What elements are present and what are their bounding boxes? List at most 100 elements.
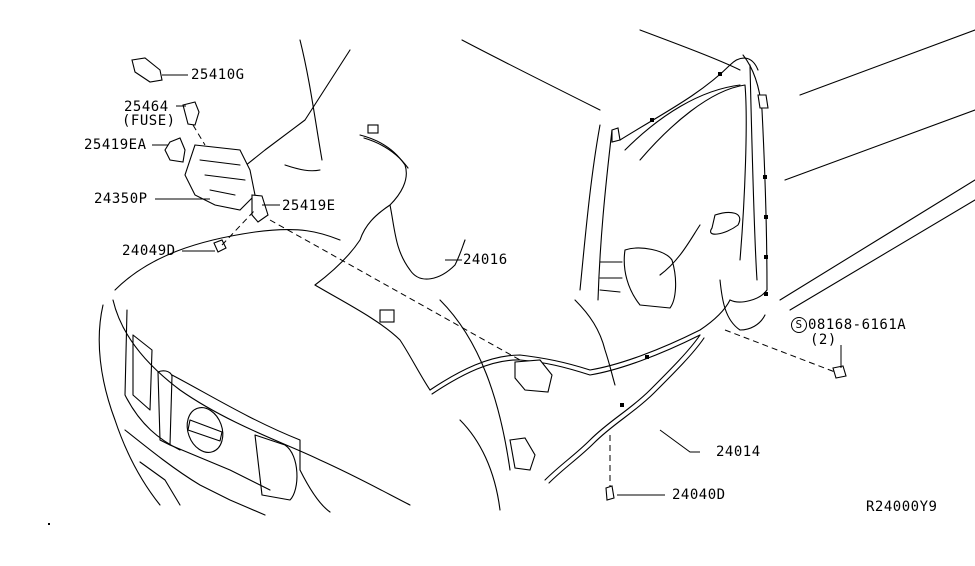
drawing-code: R24000Y9	[866, 500, 937, 514]
body-line-4	[789, 199, 975, 311]
part-25419EA	[164, 137, 186, 163]
callout-25410G: 25410G	[191, 68, 245, 82]
callout-25419EA: 25419EA	[84, 138, 147, 152]
windshield-lower	[461, 39, 601, 111]
drawing-code-text: R24000Y9	[866, 499, 938, 515]
dash-line	[221, 209, 256, 246]
part-number: 24049D	[122, 243, 176, 259]
door-handle-line	[659, 224, 701, 276]
harness-24016-upper-2	[363, 137, 409, 169]
bumper-outline	[98, 304, 161, 506]
grille-lower	[169, 444, 271, 491]
component-group	[131, 57, 847, 501]
relay-block	[514, 359, 553, 393]
part-number: 08168-6161A	[808, 317, 907, 333]
callout-25464-note: (FUSE)	[122, 114, 176, 128]
hood-crease-left	[299, 39, 323, 161]
part-note: (2)	[810, 332, 837, 348]
leader-lines	[152, 74, 842, 496]
harness-24016-branch	[389, 204, 466, 280]
body-line-1	[799, 29, 975, 96]
emblem-bar	[187, 419, 223, 442]
b-pillar	[749, 64, 758, 281]
standard-part-symbol-icon: S	[791, 317, 807, 333]
dash-line	[192, 124, 206, 146]
clip	[763, 175, 767, 179]
clip	[650, 118, 654, 122]
harness-24014-branch-2	[719, 279, 766, 331]
grille-bar	[171, 374, 301, 471]
harness-24014-lower	[544, 334, 701, 481]
fender-line	[299, 469, 331, 513]
part-number: 25464	[124, 99, 169, 115]
grille-slot-1	[132, 334, 153, 411]
door-window-top	[624, 84, 741, 151]
harness-24016	[314, 124, 466, 391]
junction-box-detail	[199, 159, 246, 196]
harness-24014-branch	[574, 299, 616, 386]
vehicle-body-outline	[98, 29, 975, 516]
connector	[367, 124, 379, 134]
stray-dot	[48, 523, 50, 525]
part-25464-fuse	[182, 101, 200, 126]
part-number: 24040D	[672, 487, 726, 503]
clip	[764, 215, 768, 219]
hood-edge	[114, 229, 341, 291]
part-number: 24350P	[94, 191, 148, 207]
hood-crease-mid	[239, 49, 351, 171]
callout-08168-6161A-qty: (2)	[810, 333, 837, 347]
body-line-2	[784, 109, 975, 181]
mirror-base	[599, 261, 623, 293]
callout-24040D: 24040D	[672, 488, 726, 502]
clip	[718, 72, 722, 76]
leader-24014	[659, 429, 700, 453]
harness-24014-roof	[619, 57, 759, 141]
body-line-3	[779, 179, 975, 301]
part-number: 25419EA	[84, 137, 147, 153]
callout-25464: 25464	[124, 100, 169, 114]
harness-24014	[429, 54, 769, 484]
part-number: 24016	[463, 252, 508, 268]
callout-24049D: 24049D	[122, 244, 176, 258]
a-pillar-inner	[597, 129, 613, 301]
clip	[764, 292, 768, 296]
callout-24350P: 24350P	[94, 192, 148, 206]
connector	[611, 127, 621, 143]
clip	[764, 255, 768, 259]
wheel-arch-line	[439, 299, 511, 471]
headlight	[254, 434, 298, 501]
grille-slot-2	[157, 370, 173, 446]
clip	[645, 355, 649, 359]
fender-lower-line	[459, 419, 501, 511]
callout-25419E: 25419E	[282, 199, 336, 213]
roof-line	[639, 29, 741, 71]
part-25419E	[251, 194, 269, 223]
dash-line	[269, 219, 521, 361]
hood-front-edge	[112, 299, 411, 506]
assembly-lines	[192, 124, 836, 487]
connector	[757, 94, 769, 109]
door-window-frame	[639, 84, 747, 261]
callout-24014: 24014	[716, 445, 761, 459]
callout-24016: 24016	[463, 253, 508, 267]
emblem-ring	[186, 407, 224, 453]
a-pillar-outer	[579, 124, 601, 291]
harness-24014-pillar	[729, 54, 768, 303]
door-handle	[710, 211, 741, 235]
part-note: (FUSE)	[122, 113, 176, 129]
part-number: 24014	[716, 444, 761, 460]
bumper-line-1	[124, 429, 266, 516]
clip	[620, 403, 624, 407]
side-mirror	[623, 247, 677, 309]
harness-24014-lower-2	[548, 337, 705, 484]
part-24350P	[184, 144, 256, 211]
part-24049D	[213, 239, 227, 253]
bracket	[509, 437, 536, 471]
hood-crease-short	[284, 164, 321, 172]
part-number: 25410G	[191, 67, 245, 83]
part-24040D	[605, 485, 615, 501]
bumper-line-2	[139, 461, 181, 506]
part-08168-6161A	[832, 365, 847, 379]
